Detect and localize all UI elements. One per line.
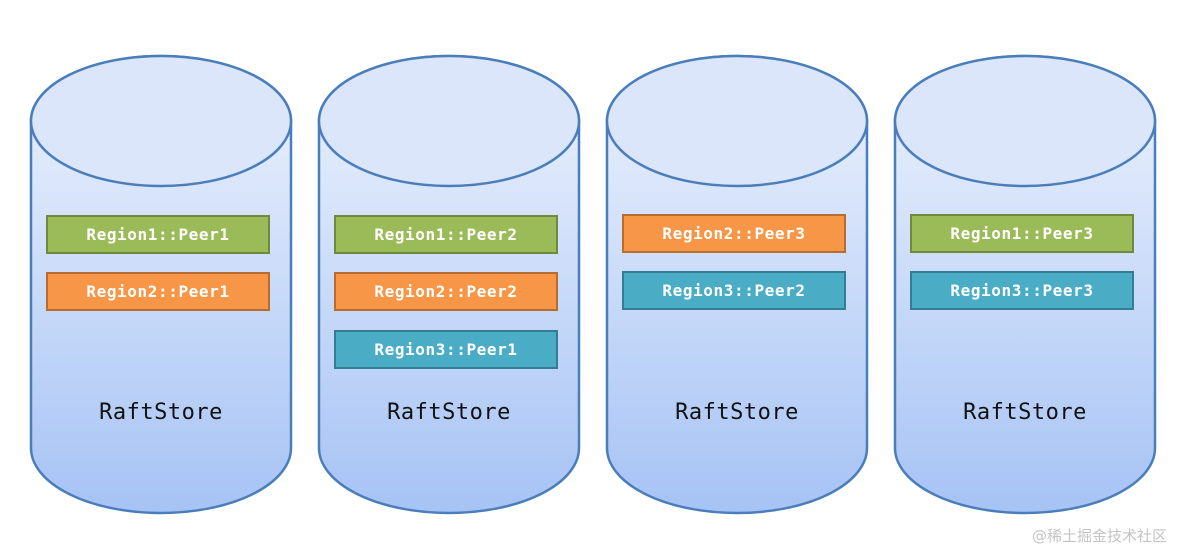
raftstore-cylinder-1: Region1::Peer1 Region2::Peer1 RaftStore (29, 38, 293, 515)
peer-region2-peer2: Region2::Peer2 (334, 272, 558, 311)
peer-region2-peer3: Region2::Peer3 (622, 214, 846, 253)
store-label: RaftStore (963, 400, 1087, 425)
store-label: RaftStore (99, 400, 223, 425)
peer-region1-peer3: Region1::Peer3 (910, 214, 1134, 253)
raftstore-cylinder-4: Region1::Peer3 Region3::Peer3 RaftStore (893, 38, 1157, 515)
raftstore-cylinder-3: Region2::Peer3 Region3::Peer2 RaftStore (605, 38, 869, 515)
raftstore-cylinder-2: Region1::Peer2 Region2::Peer2 Region3::P… (317, 38, 581, 515)
peer-region1-peer1: Region1::Peer1 (46, 215, 270, 254)
peer-region3-peer1: Region3::Peer1 (334, 330, 558, 369)
store-label: RaftStore (387, 400, 511, 425)
store-label: RaftStore (675, 400, 799, 425)
peer-region3-peer2: Region3::Peer2 (622, 271, 846, 310)
peer-region2-peer1: Region2::Peer1 (46, 272, 270, 311)
peer-region3-peer3: Region3::Peer3 (910, 271, 1134, 310)
peer-region1-peer2: Region1::Peer2 (334, 215, 558, 254)
watermark-text: @稀土掘金技术社区 (1031, 527, 1167, 545)
